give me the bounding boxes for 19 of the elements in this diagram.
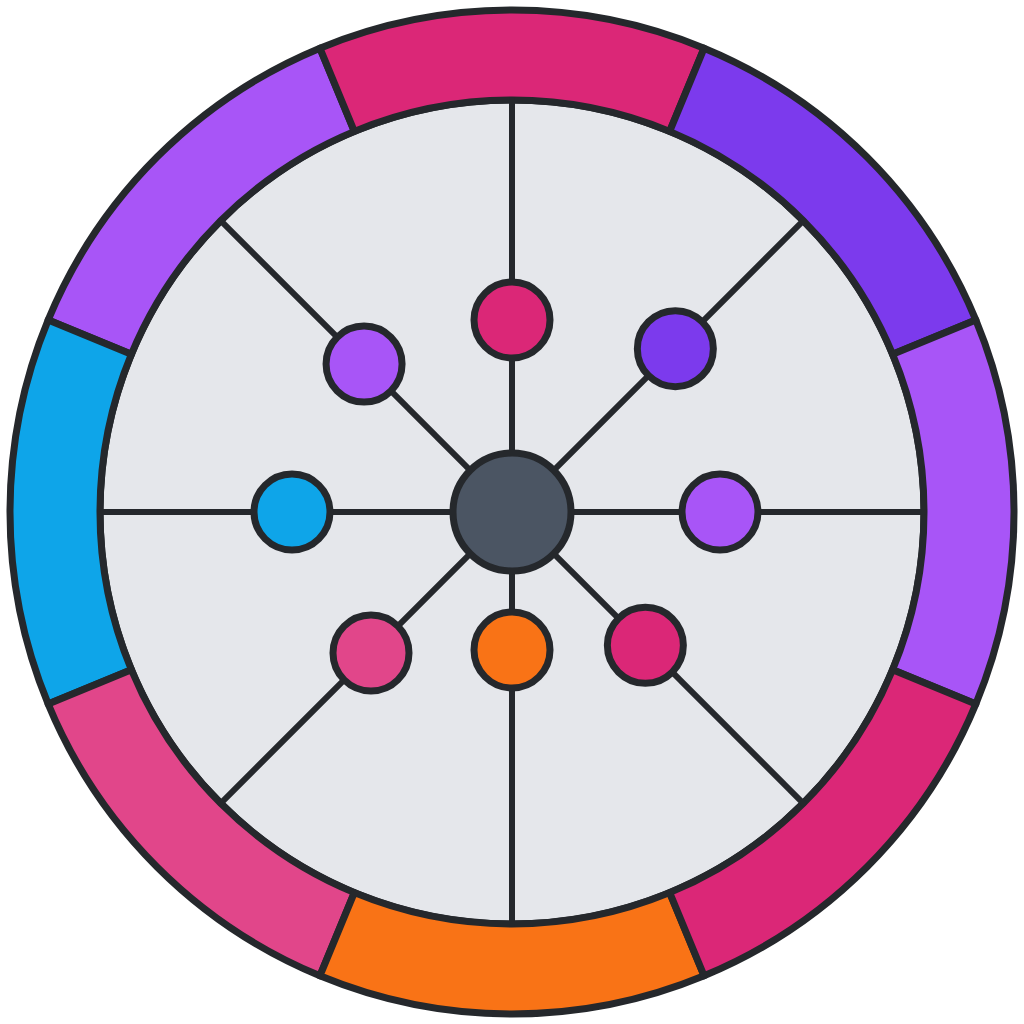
ring-segment	[889, 316, 1017, 708]
spoke-line	[217, 217, 341, 341]
ring-segment	[316, 7, 708, 135]
spoke-line	[387, 387, 474, 474]
spoke-line	[669, 669, 807, 807]
spoke-line	[509, 685, 515, 927]
ring-segment	[316, 889, 708, 1017]
ring-segment	[666, 666, 980, 980]
ring-segment	[666, 44, 980, 358]
spoke-line	[217, 676, 348, 807]
ring-segment	[44, 44, 358, 358]
spoke-line	[755, 509, 927, 515]
spoke-line	[550, 550, 622, 622]
spoke-line	[550, 372, 652, 474]
ring-segment	[7, 316, 135, 708]
hub-circle	[449, 449, 575, 575]
ring-segment	[44, 666, 358, 980]
spoke-line	[394, 550, 474, 630]
spoke-line	[699, 217, 807, 325]
